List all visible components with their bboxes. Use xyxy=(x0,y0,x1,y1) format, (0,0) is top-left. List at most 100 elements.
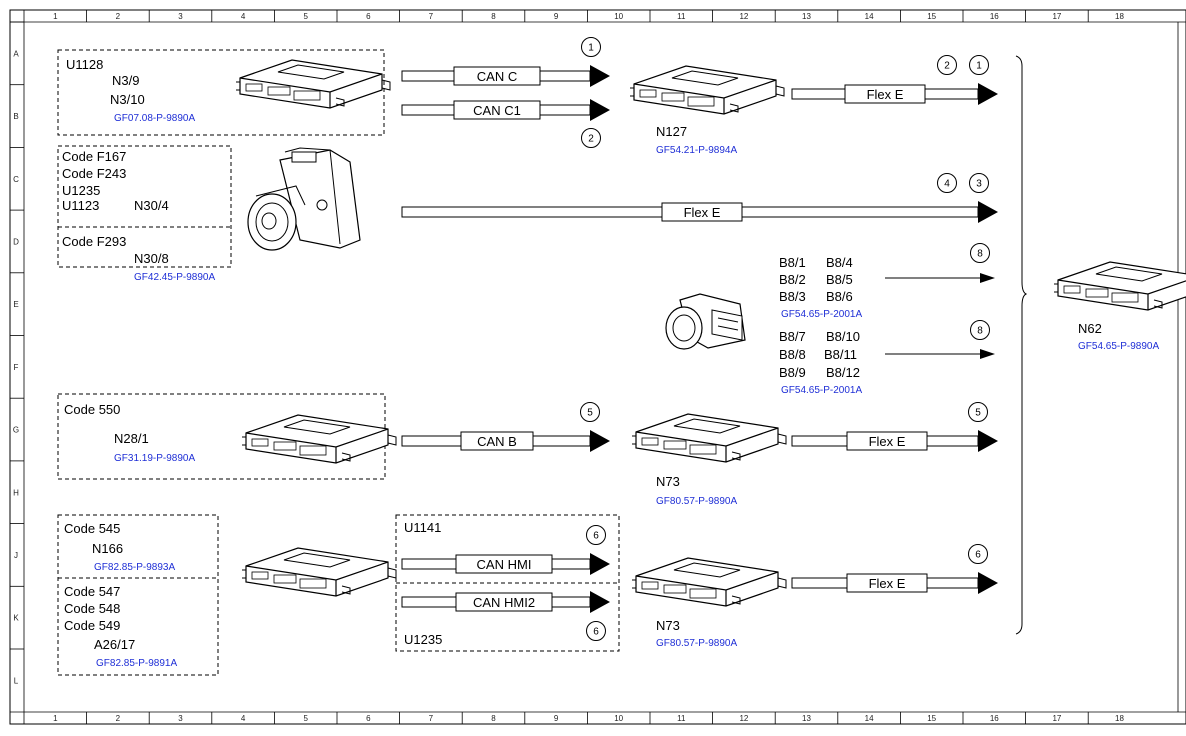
label-code-548: Code 548 xyxy=(64,601,120,616)
group-box-g2 xyxy=(57,145,232,268)
bus-label-7: CAN HMI xyxy=(477,557,532,572)
ruler-col-top-4: 4 xyxy=(241,12,246,21)
sensor-set1-ref: GF54.65-P-2001A xyxy=(781,309,862,320)
ruler-col-bottom-7: 7 xyxy=(429,714,434,723)
ruler-col-top-8: 8 xyxy=(491,12,496,21)
ruler-row-B: B xyxy=(13,112,18,121)
label-code-f243: Code F243 xyxy=(62,166,126,181)
ruler-col-top-10: 10 xyxy=(614,12,623,21)
ruler-col-top-11: 11 xyxy=(677,12,686,21)
reference-badge-10: 5 xyxy=(968,402,988,422)
bus-arrow-2: CAN C1 xyxy=(401,99,610,121)
control-unit-n127-icon xyxy=(629,65,785,115)
ruler-col-bottom-9: 9 xyxy=(554,714,559,723)
control-unit-n73-top-icon xyxy=(631,413,787,463)
label-u1235-bottom: U1235 xyxy=(404,632,442,647)
bus-label-3: Flex E xyxy=(867,87,904,102)
reference-badge-8: 8 xyxy=(970,320,990,340)
esp-unit-icon xyxy=(247,147,361,251)
label-code-550: Code 550 xyxy=(64,402,120,417)
sensor-b8-5: B8/5 xyxy=(826,272,853,287)
label-n30-8: N30/8 xyxy=(134,251,169,266)
module-n73a-ref: GF80.57-P-9890A xyxy=(656,496,737,507)
label-code-f167: Code F167 xyxy=(62,149,126,164)
label-code-f293: Code F293 xyxy=(62,234,126,249)
sensor-b8-10: B8/10 xyxy=(826,329,860,344)
svg-text:2: 2 xyxy=(944,61,950,72)
ruler-col-bottom-2: 2 xyxy=(116,714,121,723)
label-code-545: Code 545 xyxy=(64,521,120,536)
module-n127-name: N127 xyxy=(656,124,687,139)
label-code-547: Code 547 xyxy=(64,584,120,599)
reference-badge-11: 6 xyxy=(586,525,606,545)
ruler-col-top-14: 14 xyxy=(865,12,874,21)
sensor-arrow-2 xyxy=(885,349,995,359)
label-code-549: Code 549 xyxy=(64,618,120,633)
control-unit-n73-bottom-icon xyxy=(631,557,787,607)
group-box-g4 xyxy=(57,514,219,676)
reference-badge-7: 8 xyxy=(970,243,990,263)
ruler-col-top-3: 3 xyxy=(178,12,183,21)
svg-text:6: 6 xyxy=(593,627,599,638)
svg-text:3: 3 xyxy=(976,179,982,190)
label-n28-1: N28/1 xyxy=(114,431,149,446)
svg-text:4: 4 xyxy=(944,179,950,190)
ruler-col-top-13: 13 xyxy=(802,12,811,21)
svg-text:8: 8 xyxy=(977,249,983,260)
bus-label-1: CAN C xyxy=(477,69,517,84)
ref-g1: GF07.08-P-9890A xyxy=(114,113,195,124)
bus-arrow-3: Flex E xyxy=(791,83,998,105)
label-n3-10: N3/10 xyxy=(110,92,145,107)
group-box-g3 xyxy=(57,393,386,480)
ruler-row-K: K xyxy=(13,614,19,623)
ruler-col-bottom-5: 5 xyxy=(303,714,308,723)
sensor-b8-8: B8/8 xyxy=(779,347,806,362)
bus-arrow-5: CAN B xyxy=(401,430,610,452)
sensor-b8-7: B8/7 xyxy=(779,329,806,344)
ruler-col-bottom-12: 12 xyxy=(739,714,748,723)
svg-text:5: 5 xyxy=(975,408,981,419)
ref-g4b: GF82.85-P-9891A xyxy=(96,658,177,669)
ruler-col-bottom-13: 13 xyxy=(802,714,811,723)
ruler-row-F: F xyxy=(14,363,19,372)
bus-arrow-7: CAN HMI xyxy=(401,553,610,575)
module-n73b-ref: GF80.57-P-9890A xyxy=(656,638,737,649)
ruler-col-top-16: 16 xyxy=(990,12,999,21)
bus-label-9: Flex E xyxy=(869,576,906,591)
collector-brace xyxy=(1015,55,1028,635)
ref-g2: GF42.45-P-9890A xyxy=(134,272,215,283)
ruler-row-C: C xyxy=(13,175,19,184)
control-unit-n166-icon xyxy=(241,547,397,597)
reference-badge-6: 3 xyxy=(969,173,989,193)
ruler-col-top-9: 9 xyxy=(554,12,559,21)
ruler-col-top-7: 7 xyxy=(429,12,434,21)
sensor-b8-4: B8/4 xyxy=(826,255,853,270)
svg-text:1: 1 xyxy=(588,43,594,54)
bus-arrow-4: Flex E xyxy=(401,201,998,223)
bus-label-4: Flex E xyxy=(684,205,721,220)
frame xyxy=(9,9,1186,725)
svg-text:1: 1 xyxy=(976,61,982,72)
module-n73b-name: N73 xyxy=(656,618,680,633)
reference-badge-5: 4 xyxy=(937,173,957,193)
bus-label-6: Flex E xyxy=(869,434,906,449)
ruler-col-bottom-16: 16 xyxy=(990,714,999,723)
svg-text:8: 8 xyxy=(977,326,983,337)
label-n166: N166 xyxy=(92,541,123,556)
sensor-b8-12: B8/12 xyxy=(826,365,860,380)
ruler-col-bottom-18: 18 xyxy=(1115,714,1124,723)
reference-badge-13: 6 xyxy=(968,544,988,564)
svg-text:5: 5 xyxy=(587,408,593,419)
bus-arrow-8: CAN HMI2 xyxy=(401,591,610,613)
sensor-b8-1: B8/1 xyxy=(779,255,806,270)
ref-g3: GF31.19-P-9890A xyxy=(114,453,195,464)
ruler-row-L: L xyxy=(14,676,19,685)
ruler-col-bottom-8: 8 xyxy=(491,714,496,723)
label-u1128: U1128 xyxy=(66,57,103,72)
ruler-col-bottom-17: 17 xyxy=(1052,714,1061,723)
bus-arrow-1: CAN C xyxy=(401,65,610,87)
sensor-b8-11: B8/11 xyxy=(824,347,857,362)
ruler-col-top-18: 18 xyxy=(1115,12,1124,21)
